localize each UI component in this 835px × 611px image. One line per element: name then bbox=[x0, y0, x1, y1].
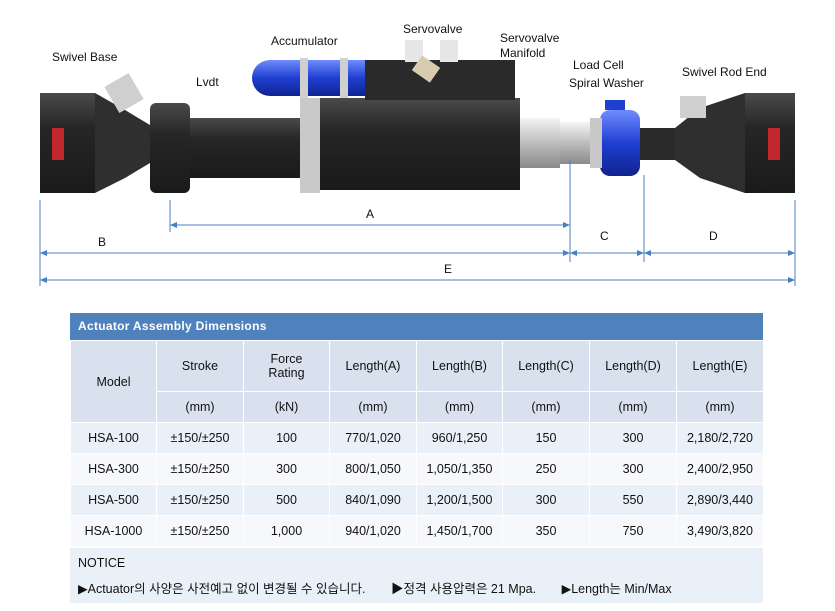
header-length-b: Length(B) bbox=[416, 340, 503, 392]
header-length-c: Length(C) bbox=[502, 340, 590, 392]
load-cell bbox=[590, 100, 640, 176]
cell-length-d: 750 bbox=[589, 515, 677, 547]
swivel-base bbox=[40, 73, 155, 193]
cell-force: 1,000 bbox=[243, 515, 330, 547]
cell-force: 300 bbox=[243, 453, 330, 485]
notice-title: NOTICE bbox=[78, 556, 126, 570]
cell-model: HSA-500 bbox=[70, 484, 157, 516]
cell-length-a: 940/1,020 bbox=[329, 515, 417, 547]
label-servovalve: Servovalve bbox=[403, 22, 463, 36]
unit-length-e: (mm) bbox=[676, 391, 764, 423]
notice-box: NOTICE ▶Actuator의 사양은 사전예고 없이 변경될 수 있습니다… bbox=[70, 547, 763, 603]
label-accumulator: Accumulator bbox=[271, 34, 338, 48]
unit-stroke: (mm) bbox=[156, 391, 244, 423]
label-spiral-washer: Spiral Washer bbox=[569, 76, 644, 90]
cell-length-e: 2,180/2,720 bbox=[676, 422, 764, 454]
dim-label-e: E bbox=[444, 262, 452, 276]
notice-item: ▶Length는 Min/Max bbox=[561, 582, 672, 596]
cell-length-e: 2,400/2,950 bbox=[676, 453, 764, 485]
header-force-line1: Force bbox=[270, 352, 303, 366]
cell-length-b: 960/1,250 bbox=[416, 422, 503, 454]
swivel-rod-end bbox=[640, 93, 795, 193]
label-lvdt: Lvdt bbox=[196, 75, 219, 89]
cell-length-b: 1,200/1,500 bbox=[416, 484, 503, 516]
cylinder-body bbox=[150, 60, 590, 193]
header-force-line2: Rating bbox=[268, 366, 305, 380]
cell-length-c: 350 bbox=[502, 515, 590, 547]
dimension-lines bbox=[39, 160, 796, 286]
cell-length-b: 1,450/1,700 bbox=[416, 515, 503, 547]
cell-length-a: 770/1,020 bbox=[329, 422, 417, 454]
cell-length-e: 3,490/3,820 bbox=[676, 515, 764, 547]
notice-item: ▶정격 사용압력은 21 Mpa. bbox=[390, 582, 537, 596]
cell-length-d: 300 bbox=[589, 453, 677, 485]
label-swivel-base: Swivel Base bbox=[52, 50, 118, 64]
cell-length-b: 1,050/1,350 bbox=[416, 453, 503, 485]
cell-length-e: 2,890/3,440 bbox=[676, 484, 764, 516]
cell-length-d: 300 bbox=[589, 422, 677, 454]
cell-length-c: 300 bbox=[502, 484, 590, 516]
logo-badge-left bbox=[52, 128, 64, 160]
label-servovalve-manifold-2: Manifold bbox=[500, 46, 545, 60]
unit-length-a: (mm) bbox=[329, 391, 417, 423]
cell-length-c: 150 bbox=[502, 422, 590, 454]
header-length-a: Length(A) bbox=[329, 340, 417, 392]
cell-length-d: 550 bbox=[589, 484, 677, 516]
cell-length-a: 800/1,050 bbox=[329, 453, 417, 485]
cell-stroke: ±150/±250 bbox=[156, 453, 244, 485]
dim-label-d: D bbox=[709, 229, 718, 243]
dimension-arrows bbox=[40, 222, 795, 283]
label-servovalve-manifold-1: Servovalve bbox=[500, 31, 560, 45]
servovalve bbox=[405, 40, 458, 83]
dimensions-table-panel: Actuator Assembly Dimensions Model Strok… bbox=[70, 313, 764, 603]
logo-badge-right bbox=[768, 128, 780, 160]
cell-length-c: 250 bbox=[502, 453, 590, 485]
accumulator bbox=[252, 58, 365, 98]
label-swivel-rod-end: Swivel Rod End bbox=[682, 65, 767, 79]
cell-force: 100 bbox=[243, 422, 330, 454]
cell-length-a: 840/1,090 bbox=[329, 484, 417, 516]
notice-item: ▶Actuator의 사양은 사전예고 없이 변경될 수 있습니다. bbox=[78, 582, 366, 596]
unit-force: (kN) bbox=[243, 391, 330, 423]
table-title: Actuator Assembly Dimensions bbox=[70, 313, 763, 340]
cell-stroke: ±150/±250 bbox=[156, 484, 244, 516]
cell-stroke: ±150/±250 bbox=[156, 422, 244, 454]
table-row: HSA-1000 ±150/±250 1,000 940/1,020 1,450… bbox=[70, 515, 764, 547]
table-row: HSA-100 ±150/±250 100 770/1,020 960/1,25… bbox=[70, 422, 764, 454]
dim-label-b: B bbox=[98, 235, 106, 249]
actuator-diagram: Swivel Base Lvdt Accumulator Servovalve … bbox=[39, 22, 796, 286]
header-stroke: Stroke bbox=[156, 340, 244, 392]
dim-label-c: C bbox=[600, 229, 609, 243]
dim-label-a: A bbox=[366, 207, 374, 221]
header-model: Model bbox=[70, 340, 157, 423]
table-row: HSA-500 ±150/±250 500 840/1,090 1,200/1,… bbox=[70, 484, 764, 516]
notice-items: ▶Actuator의 사양은 사전예고 없이 변경될 수 있습니다. ▶정격 사… bbox=[78, 578, 755, 597]
header-force-rating: Force Rating bbox=[243, 340, 330, 392]
unit-length-c: (mm) bbox=[502, 391, 590, 423]
cell-force: 500 bbox=[243, 484, 330, 516]
unit-length-b: (mm) bbox=[416, 391, 503, 423]
cell-model: HSA-100 bbox=[70, 422, 157, 454]
unit-length-d: (mm) bbox=[589, 391, 677, 423]
cell-stroke: ±150/±250 bbox=[156, 515, 244, 547]
header-length-d: Length(D) bbox=[589, 340, 677, 392]
table-row: HSA-300 ±150/±250 300 800/1,050 1,050/1,… bbox=[70, 453, 764, 485]
label-load-cell: Load Cell bbox=[573, 58, 624, 72]
header-length-e: Length(E) bbox=[676, 340, 764, 392]
cell-model: HSA-1000 bbox=[70, 515, 157, 547]
cell-model: HSA-300 bbox=[70, 453, 157, 485]
dimensions-table: Model Stroke Force Rating Length(A) Leng… bbox=[70, 340, 764, 547]
